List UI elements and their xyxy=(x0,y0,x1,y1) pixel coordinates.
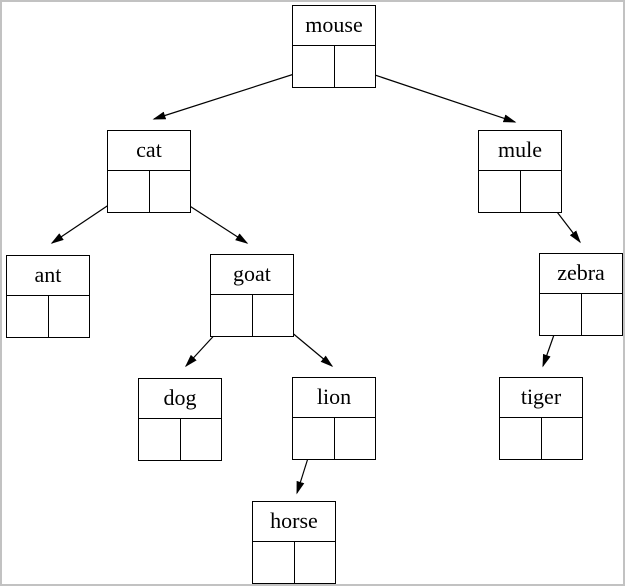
tree-node-ant: ant xyxy=(6,255,90,338)
left-pointer-cell xyxy=(293,46,335,87)
tree-node-mouse: mouse xyxy=(292,5,376,88)
node-label: dog xyxy=(139,379,221,419)
left-pointer-cell xyxy=(540,294,582,335)
left-pointer-cell xyxy=(7,296,49,337)
right-pointer-cell xyxy=(335,418,376,459)
right-pointer-cell xyxy=(521,171,562,212)
pointer-cells xyxy=(293,46,375,87)
tree-node-zebra: zebra xyxy=(539,253,623,336)
right-pointer-cell xyxy=(49,296,90,337)
tree-node-mule: mule xyxy=(478,130,562,213)
edge-mouse-cat xyxy=(152,67,314,120)
node-label: goat xyxy=(211,255,293,295)
right-pointer-cell xyxy=(181,419,222,460)
right-pointer-cell xyxy=(253,295,294,336)
left-pointer-cell xyxy=(211,295,253,336)
tree-node-cat: cat xyxy=(107,130,191,213)
left-pointer-cell xyxy=(500,418,542,459)
right-pointer-cell xyxy=(542,418,583,459)
node-label: mouse xyxy=(293,6,375,46)
left-pointer-cell xyxy=(253,542,295,583)
node-label: horse xyxy=(253,502,335,542)
node-label: mule xyxy=(479,131,561,171)
left-pointer-cell xyxy=(139,419,181,460)
tree-node-horse: horse xyxy=(252,501,336,584)
pointer-cells xyxy=(108,171,190,212)
tree-node-tiger: tiger xyxy=(499,377,583,460)
left-pointer-cell xyxy=(479,171,521,212)
right-pointer-cell xyxy=(295,542,336,583)
pointer-cells xyxy=(7,296,89,337)
pointer-cells xyxy=(211,295,293,336)
edge-mouse-mule xyxy=(353,67,517,123)
node-label: zebra xyxy=(540,254,622,294)
tree-node-goat: goat xyxy=(210,254,294,337)
right-pointer-cell xyxy=(335,46,376,87)
node-label: tiger xyxy=(500,378,582,418)
pointer-cells xyxy=(253,542,335,583)
left-pointer-cell xyxy=(108,171,150,212)
pointer-cells xyxy=(293,418,375,459)
tree-node-dog: dog xyxy=(138,378,222,461)
pointer-cells xyxy=(139,419,221,460)
pointer-cells xyxy=(479,171,561,212)
tree-node-lion: lion xyxy=(292,377,376,460)
left-pointer-cell xyxy=(293,418,335,459)
node-label: ant xyxy=(7,256,89,296)
right-pointer-cell xyxy=(150,171,191,212)
node-label: cat xyxy=(108,131,190,171)
node-label: lion xyxy=(293,378,375,418)
right-pointer-cell xyxy=(582,294,623,335)
pointer-cells xyxy=(500,418,582,459)
pointer-cells xyxy=(540,294,622,335)
